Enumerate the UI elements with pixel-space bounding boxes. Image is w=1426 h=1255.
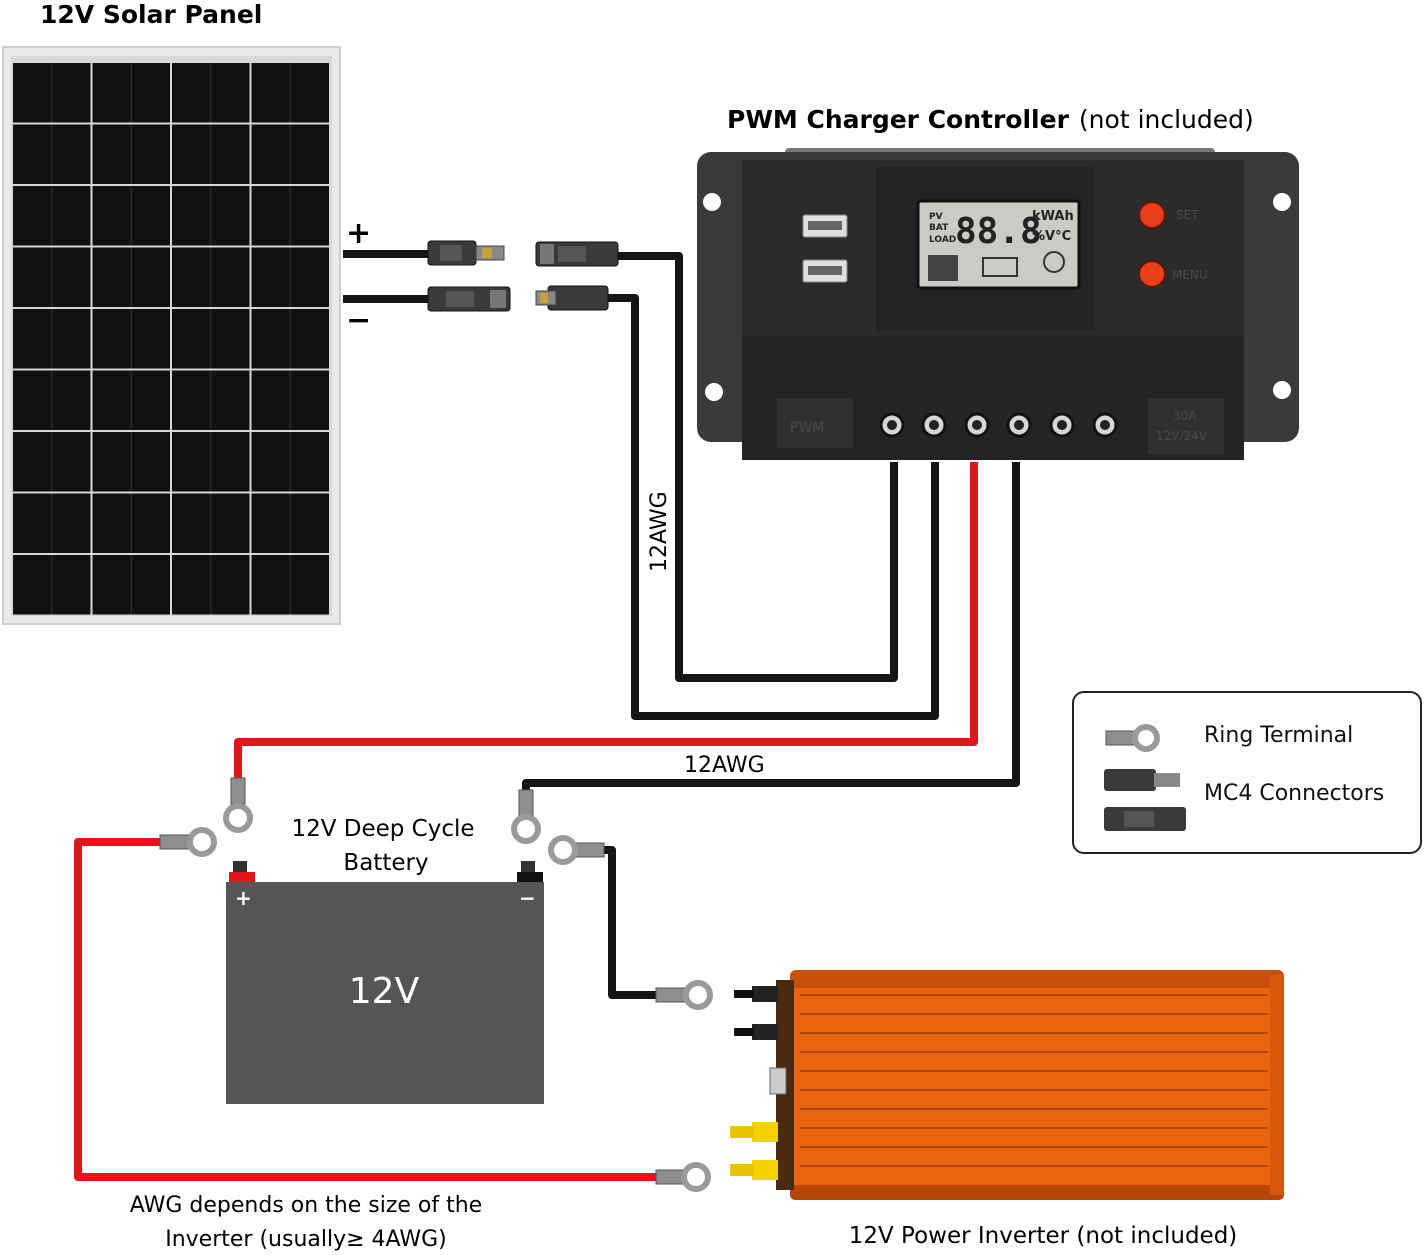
inverter-negative-wire bbox=[592, 846, 660, 999]
set-button-label: SET bbox=[1176, 208, 1199, 222]
panel-plus-sign: + bbox=[346, 216, 371, 251]
mc4-male-icon bbox=[1104, 769, 1180, 791]
solar-panel bbox=[2, 46, 341, 625]
inverter-caption: 12V Power Inverter (not included) bbox=[849, 1223, 1238, 1249]
controller-title-bold: PWM Charger Controller bbox=[727, 105, 1070, 134]
battery-title-line1: 12V Deep Cycle bbox=[291, 816, 474, 842]
solar-panel-title: 12V Solar Panel bbox=[40, 0, 262, 29]
ring-terminal-inv-negative bbox=[655, 980, 713, 1010]
ring-terminal-inv-negative-battery bbox=[548, 835, 605, 865]
ring-terminal-inv-positive-battery bbox=[159, 827, 217, 857]
battery-minus: − bbox=[519, 886, 536, 910]
ring-terminal-ctrl-negative bbox=[511, 789, 541, 844]
mc4-connector-female-top bbox=[535, 241, 619, 267]
legend-box: Ring Terminal MC4 Connectors bbox=[1072, 691, 1422, 854]
rating-badge-top: 30A bbox=[1173, 409, 1197, 423]
legend-mc4-label: MC4 Connectors bbox=[1204, 781, 1385, 806]
lcd-pv-label: PV bbox=[929, 212, 943, 222]
wire-label-horizontal: 12AWG bbox=[684, 753, 765, 778]
pwm-badge: PWM bbox=[790, 420, 824, 436]
lcd-load-label: LOAD bbox=[929, 235, 956, 245]
wire-label-vertical: 12AWG bbox=[647, 491, 672, 572]
mc4-connector-male-bottom bbox=[535, 285, 609, 311]
rating-badge-bottom: 12V/24V bbox=[1156, 429, 1208, 443]
awg-note-line1: AWG depends on the size of the bbox=[130, 1193, 482, 1218]
panel-minus-sign: − bbox=[346, 303, 371, 338]
mc4-connector-female-bottom bbox=[427, 286, 511, 312]
legend-icons bbox=[1104, 724, 1186, 831]
battery-plus: + bbox=[235, 886, 252, 910]
ring-terminal-ctrl-positive bbox=[223, 777, 253, 833]
controller-title: PWM Charger Controller (not included) bbox=[727, 105, 1254, 134]
inverter-positive-wire bbox=[74, 838, 660, 1181]
lcd-digits: 88.8 bbox=[955, 211, 1042, 252]
battery bbox=[226, 861, 544, 1104]
lcd-bat-label: BAT bbox=[929, 223, 949, 233]
battery-title-line2: Battery bbox=[343, 850, 428, 876]
mc4-connector-male-top bbox=[427, 240, 505, 266]
lcd-units-bottom: %V°C bbox=[1032, 229, 1071, 244]
pwm-charge-controller bbox=[697, 148, 1299, 460]
power-inverter bbox=[730, 970, 1284, 1200]
panel-leads bbox=[343, 250, 431, 303]
awg-note-line2: Inverter (usually≥ 4AWG) bbox=[165, 1227, 447, 1252]
ring-terminal-icon bbox=[1105, 724, 1160, 752]
lcd-units-top: kWAh bbox=[1032, 209, 1074, 224]
battery-negative-wire bbox=[522, 462, 1020, 800]
controller-title-rest: (not included) bbox=[1079, 105, 1254, 134]
legend-ring-label: Ring Terminal bbox=[1204, 723, 1354, 748]
menu-button-label: MENU bbox=[1172, 268, 1208, 282]
battery-voltage: 12V bbox=[349, 971, 420, 1012]
pv-wires bbox=[608, 252, 939, 720]
battery-positive-wire bbox=[234, 462, 978, 780]
mc4-female-icon bbox=[1104, 807, 1186, 831]
ring-terminal-inv-positive bbox=[655, 1162, 711, 1192]
